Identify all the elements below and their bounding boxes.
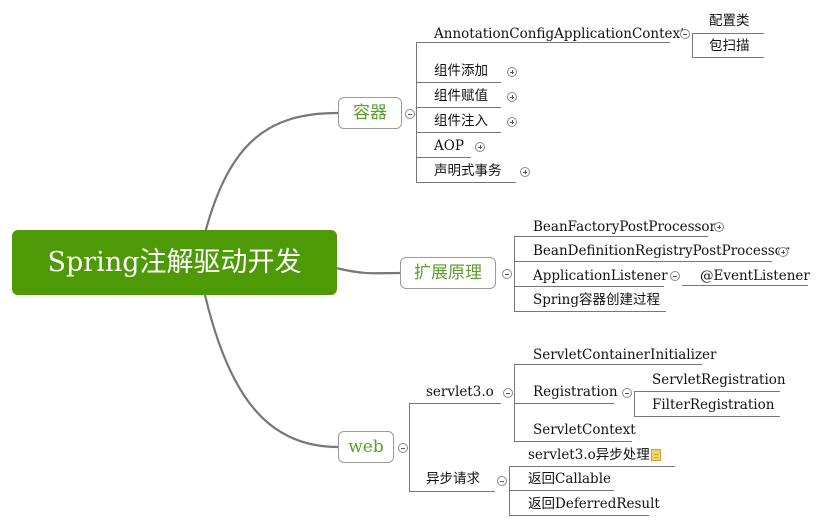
connector-root-container xyxy=(203,111,339,234)
branch-line xyxy=(634,391,635,416)
branch-line xyxy=(409,403,410,491)
expand-icon[interactable] xyxy=(507,67,517,77)
node-component-assign[interactable]: 组件赋值 xyxy=(434,88,488,104)
underline xyxy=(682,285,808,286)
underline xyxy=(409,403,501,404)
branch-line xyxy=(514,364,515,441)
branch-extension[interactable]: 扩展原理 xyxy=(400,257,496,289)
connector-root-extension xyxy=(335,266,401,275)
collapse-icon[interactable] xyxy=(670,271,680,281)
collapse-icon[interactable] xyxy=(622,388,632,398)
node-acac[interactable]: AnnotationConfigApplicationContext xyxy=(434,26,686,42)
underline xyxy=(416,82,501,83)
underline xyxy=(692,57,764,58)
node-sci[interactable]: ServletContainerInitializer xyxy=(533,347,717,363)
underline xyxy=(416,107,501,108)
underline xyxy=(514,261,772,262)
expand-icon[interactable] xyxy=(507,92,517,102)
node-component-add[interactable]: 组件添加 xyxy=(434,63,488,79)
expand-icon[interactable] xyxy=(507,117,517,127)
node-registration[interactable]: Registration xyxy=(533,384,618,400)
node-servlet3[interactable]: servlet3.o xyxy=(426,384,494,400)
underline xyxy=(634,416,780,417)
node-event-listener[interactable]: @EventListener xyxy=(700,268,810,284)
underline xyxy=(416,132,501,133)
underline xyxy=(514,364,702,365)
node-bdrpp[interactable]: BeanDefinitionRegistryPostProcessor xyxy=(533,243,790,259)
node-async-request[interactable]: 异步请求 xyxy=(426,471,480,487)
note-icon[interactable] xyxy=(651,449,661,461)
underline xyxy=(514,403,614,404)
node-app-listener[interactable]: ApplicationListener xyxy=(533,268,668,284)
node-return-callable[interactable]: 返回Callable xyxy=(528,471,612,487)
node-aop[interactable]: AOP xyxy=(434,138,464,154)
root-topic[interactable]: Spring注解驱动开发 xyxy=(12,230,337,295)
node-declarative-tx[interactable]: 声明式事务 xyxy=(434,163,502,179)
node-component-inject[interactable]: 组件注入 xyxy=(434,113,488,129)
underline xyxy=(514,311,666,312)
underline xyxy=(514,236,708,237)
expand-icon[interactable] xyxy=(520,167,530,177)
collapse-icon[interactable] xyxy=(503,388,513,398)
underline xyxy=(692,33,764,34)
underline xyxy=(416,182,516,183)
node-filter-registration[interactable]: FilterRegistration xyxy=(652,397,775,413)
underline xyxy=(509,490,614,491)
branch-container[interactable]: 容器 xyxy=(338,97,402,129)
branch-web[interactable]: web xyxy=(338,431,394,463)
node-refresh-process[interactable]: Spring容器创建过程 xyxy=(533,292,660,308)
node-package-scan[interactable]: 包扫描 xyxy=(709,38,750,54)
collapse-icon[interactable] xyxy=(680,29,690,39)
node-return-deferred[interactable]: 返回DeferredResult xyxy=(528,496,660,512)
node-async-processing[interactable]: servlet3.o异步处理 xyxy=(528,447,650,463)
node-bfpp[interactable]: BeanFactoryPostProcessor xyxy=(533,219,717,235)
branch-line xyxy=(692,33,693,57)
underline xyxy=(416,157,471,158)
branch-line xyxy=(416,42,417,182)
branch-line xyxy=(514,236,515,311)
expand-icon[interactable] xyxy=(778,247,788,257)
collapse-icon[interactable] xyxy=(497,476,507,486)
collapse-icon[interactable] xyxy=(502,269,512,279)
node-config-class[interactable]: 配置类 xyxy=(709,13,750,29)
underline xyxy=(634,391,780,392)
underline xyxy=(409,491,495,492)
expand-icon[interactable] xyxy=(475,142,485,152)
collapse-icon[interactable] xyxy=(398,443,408,453)
underline xyxy=(514,286,664,287)
connector-root-web xyxy=(203,294,339,449)
node-servlet-registration[interactable]: ServletRegistration xyxy=(652,372,786,388)
underline xyxy=(416,42,670,43)
underline xyxy=(514,441,632,442)
underline xyxy=(509,515,649,516)
underline xyxy=(509,466,675,467)
node-servlet-context[interactable]: ServletContext xyxy=(533,422,636,438)
expand-icon[interactable] xyxy=(714,222,724,232)
collapse-icon[interactable] xyxy=(405,109,415,119)
